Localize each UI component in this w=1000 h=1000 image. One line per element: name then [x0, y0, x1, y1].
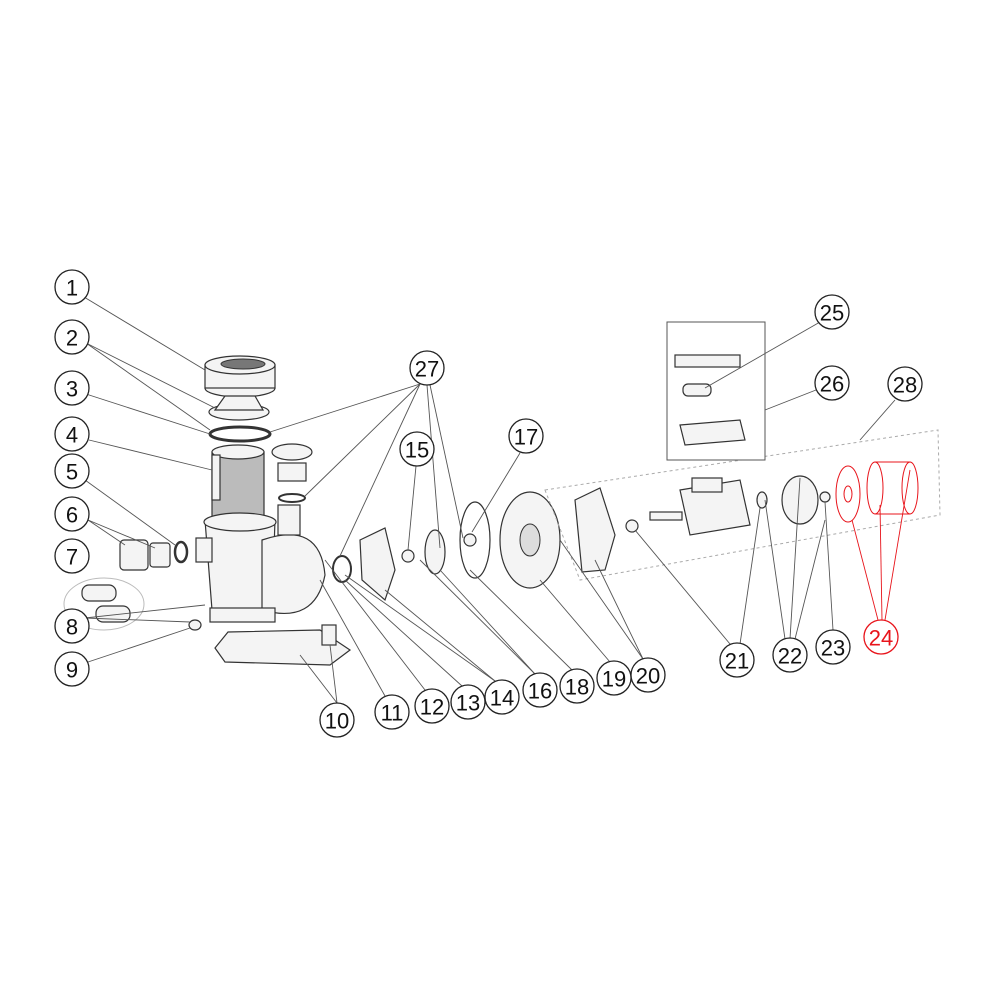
- part-base-foot: [321, 624, 337, 646]
- svg-text:21: 21: [725, 649, 749, 674]
- svg-text:4: 4: [66, 423, 78, 448]
- callout-13[interactable]: 13: [450, 684, 486, 720]
- svg-text:16: 16: [528, 679, 552, 704]
- callout-6[interactable]: 6: [54, 496, 90, 532]
- part-base: [214, 629, 352, 666]
- callout-1[interactable]: 1: [54, 269, 90, 305]
- svg-text:10: 10: [325, 709, 349, 734]
- part-union-nut: [271, 443, 313, 461]
- svg-text:7: 7: [66, 545, 78, 570]
- part-pipe-adapters: [63, 577, 145, 631]
- callout-22[interactable]: 22: [772, 637, 808, 673]
- callout-2[interactable]: 2: [54, 319, 90, 355]
- part-impeller: [424, 529, 446, 575]
- svg-text:11: 11: [381, 701, 404, 726]
- svg-text:18: 18: [565, 675, 589, 700]
- svg-text:9: 9: [66, 658, 78, 683]
- callout-17[interactable]: 17: [508, 418, 544, 454]
- svg-text:1: 1: [66, 276, 78, 301]
- part-unions: [119, 539, 189, 571]
- part-rear-cover: [781, 475, 819, 525]
- part-motor: [649, 477, 751, 536]
- callout-23[interactable]: 23: [815, 629, 851, 665]
- callout-4[interactable]: 4: [54, 416, 90, 452]
- callout-9[interactable]: 9: [54, 651, 90, 687]
- callout-5[interactable]: 5: [54, 453, 90, 489]
- parts: [63, 321, 941, 666]
- part-oring-union: [278, 493, 306, 503]
- callout-20[interactable]: 20: [630, 657, 666, 693]
- part-lid: [204, 355, 276, 398]
- part-seal-17: [463, 533, 477, 547]
- callout-25[interactable]: 25: [814, 294, 850, 330]
- callout-28[interactable]: 28: [887, 366, 923, 402]
- callout-18[interactable]: 18: [559, 668, 595, 704]
- part-bearing-rear: [756, 491, 768, 509]
- part-oring-3: [208, 425, 272, 443]
- svg-text:26: 26: [820, 372, 844, 397]
- callout-14[interactable]: 14: [484, 679, 520, 715]
- svg-text:13: 13: [456, 691, 480, 716]
- part-fan: [835, 465, 861, 523]
- part-diffuser: [359, 527, 396, 602]
- callout-27[interactable]: 27: [409, 350, 445, 386]
- callout-3[interactable]: 3: [54, 370, 90, 406]
- svg-text:6: 6: [66, 503, 78, 528]
- svg-text:24: 24: [869, 626, 893, 651]
- svg-text:25: 25: [820, 301, 844, 326]
- part-seal-plate-hub: [519, 523, 541, 557]
- part-terminal-cover: [674, 354, 741, 368]
- part-oring-18: [459, 501, 491, 579]
- callout-labels: 1 2 3 4 5 6 7 8 9 10 11 12 13 14 15 16 1…: [54, 269, 923, 738]
- svg-text:22: 22: [778, 644, 802, 669]
- part-drain-plug: [188, 619, 202, 631]
- svg-text:27: 27: [415, 357, 439, 382]
- part-pump-housing: [195, 504, 326, 623]
- leader-lines: [83, 296, 911, 704]
- callout-16[interactable]: 16: [522, 672, 558, 708]
- part-basket: [211, 444, 265, 518]
- svg-text:3: 3: [66, 377, 78, 402]
- part-union-tail: [277, 462, 307, 482]
- svg-text:20: 20: [636, 664, 660, 689]
- callout-15[interactable]: 15: [399, 431, 435, 467]
- svg-text:12: 12: [420, 695, 444, 720]
- part-bearing-21: [625, 519, 639, 533]
- motor-assembly-outline: [544, 429, 941, 581]
- part-capacitor: [682, 383, 712, 397]
- part-fan-cover: [866, 461, 919, 515]
- svg-text:17: 17: [514, 425, 538, 450]
- callout-11[interactable]: 11: [374, 694, 410, 730]
- svg-text:15: 15: [405, 438, 429, 463]
- part-oring-13: [332, 555, 352, 583]
- callout-12[interactable]: 12: [414, 688, 450, 724]
- part-terminal-base: [679, 419, 746, 446]
- svg-text:28: 28: [893, 373, 917, 398]
- callout-24-highlighted[interactable]: 24: [863, 619, 899, 655]
- callout-26[interactable]: 26: [814, 365, 850, 401]
- part-seal-15: [401, 549, 415, 563]
- callout-19[interactable]: 19: [596, 660, 632, 696]
- svg-text:14: 14: [490, 686, 514, 711]
- svg-text:23: 23: [821, 636, 845, 661]
- svg-text:19: 19: [602, 667, 626, 692]
- callout-21[interactable]: 21: [719, 642, 755, 678]
- callout-8[interactable]: 8: [54, 608, 90, 644]
- callout-7[interactable]: 7: [54, 538, 90, 574]
- part-bearing-23: [819, 491, 831, 503]
- part-motor-flange: [574, 487, 616, 573]
- svg-text:2: 2: [66, 326, 78, 351]
- part-cover: [208, 395, 270, 421]
- svg-text:5: 5: [66, 460, 78, 485]
- svg-text:8: 8: [66, 615, 78, 640]
- callout-10[interactable]: 10: [319, 702, 355, 738]
